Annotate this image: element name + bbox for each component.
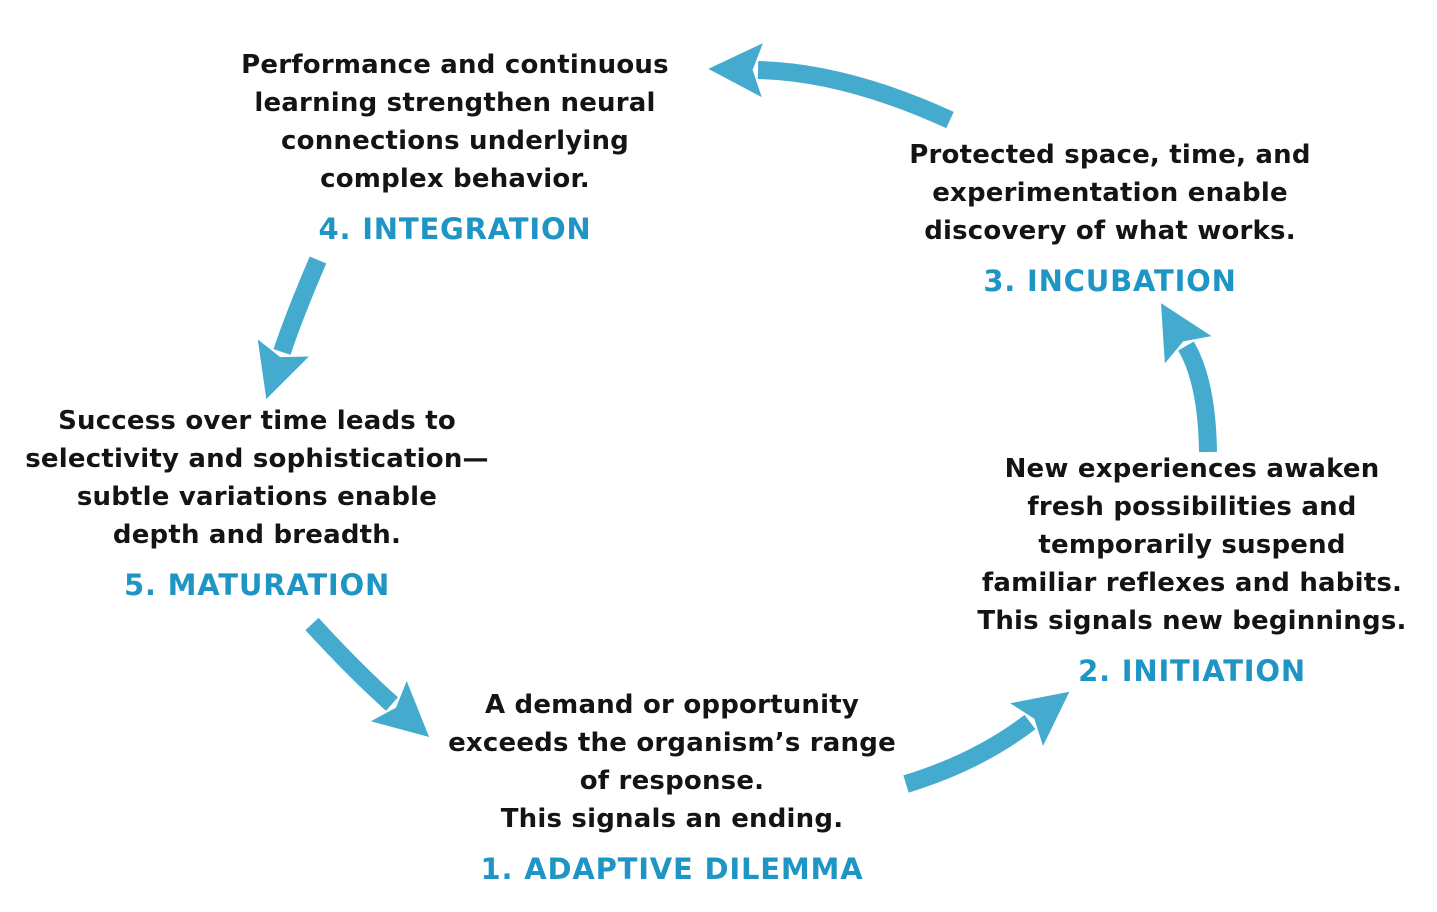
stage-maturation: Success over time leads to selectivity a…	[0, 402, 527, 602]
stage-integration: Performance and continuous learning stre…	[175, 46, 735, 246]
stage-maturation-label: 5. MATURATION	[123, 568, 391, 602]
stage-initiation-label: 2. INITIATION	[1078, 654, 1306, 688]
stage-incubation-description: Protected space, time, and experimentati…	[909, 140, 1311, 246]
stage-adaptive-dilemma: A demand or opportunity exceeds the orga…	[382, 686, 962, 886]
stage-adaptive-dilemma-label: 1. ADAPTIVE DILEMMA	[480, 852, 864, 886]
stage-integration-description: Performance and continuous learning stre…	[241, 50, 669, 194]
arrow-2-to-3	[1160, 303, 1217, 453]
arrow-1-to-2	[903, 691, 1070, 793]
stage-adaptive-dilemma-description: A demand or opportunity exceeds the orga…	[448, 690, 896, 834]
stage-integration-label: 4. INTEGRATION	[318, 212, 592, 246]
arrow-5-to-1	[305, 617, 430, 738]
stage-initiation-description: New experiences awaken fresh possibiliti…	[977, 454, 1407, 636]
stage-initiation: New experiences awaken fresh possibiliti…	[932, 450, 1437, 688]
stage-incubation-label: 3. INCUBATION	[983, 264, 1237, 298]
stage-incubation: Protected space, time, and experimentati…	[830, 136, 1390, 298]
arrow-3-to-4	[708, 43, 954, 129]
stage-maturation-description: Success over time leads to selectivity a…	[25, 406, 489, 550]
arrow-4-to-5	[257, 256, 327, 400]
